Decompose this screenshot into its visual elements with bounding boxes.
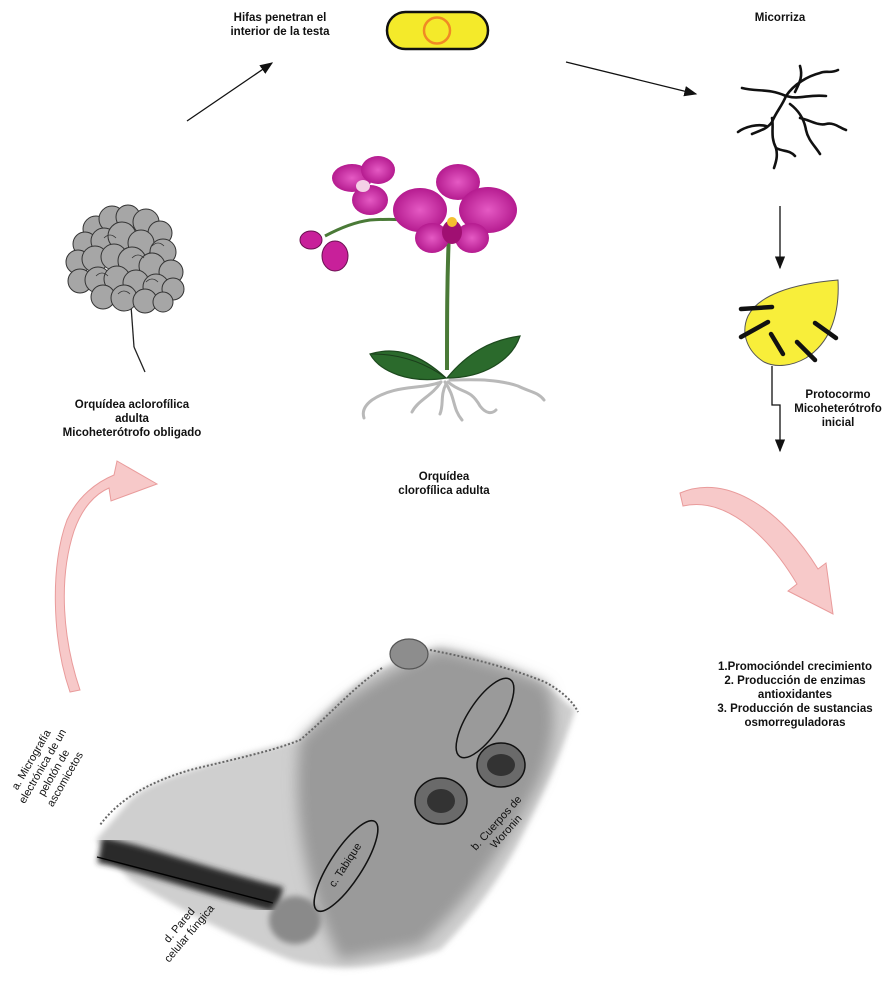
- achlorophyllous-line-1: Orquídea aclorofílica: [45, 398, 219, 412]
- benefit-2-cont: antioxidantes: [700, 688, 890, 702]
- chlorophyllous-line-2: clorofílica adulta: [382, 484, 506, 498]
- achlorophyllous-orchid-icon: [66, 205, 184, 372]
- curved-arrow-right: [680, 487, 833, 614]
- orchid-plant-icon: [300, 156, 544, 420]
- chlorophyllous-label: Orquídea clorofílica adulta: [382, 470, 506, 498]
- arrow-to-hyphae: [187, 63, 272, 121]
- protocorm-line-1: Protocormo: [788, 388, 888, 402]
- arrow-to-mycorrhiza: [566, 62, 696, 94]
- protocorm-label: Protocormo Micoheterótrofo inicial: [788, 388, 888, 430]
- protocorm-line-3: inicial: [788, 416, 888, 430]
- seed-icon: [387, 12, 488, 49]
- mycorrhiza-label: Micorriza: [730, 11, 830, 25]
- hyphae-label-line-1: Hifas penetran el: [207, 11, 353, 25]
- arrow-from-protocorm: [772, 366, 780, 451]
- benefit-2: 2. Producción de enzimas: [700, 674, 890, 688]
- achlorophyllous-label: Orquídea aclorofílica adulta Micoheterót…: [45, 398, 219, 440]
- protocorm-line-2: Micoheterótrofo: [788, 402, 888, 416]
- hyphae-label: Hifas penetran el interior de la testa: [207, 11, 353, 39]
- benefit-3-cont: osmorreguladoras: [700, 716, 890, 730]
- mycorrhiza-hyphae-icon: [738, 66, 846, 168]
- benefit-1: 1.Promocióndel crecimiento: [700, 660, 890, 674]
- protocorm-icon: [741, 280, 838, 365]
- achlorophyllous-line-3: Micoheterótrofo obligado: [45, 426, 219, 440]
- benefit-3: 3. Producción de sustancias: [700, 702, 890, 716]
- chlorophyllous-line-1: Orquídea: [382, 470, 506, 484]
- mycorrhiza-label-text: Micorriza: [730, 11, 830, 25]
- achlorophyllous-line-2: adulta: [45, 412, 219, 426]
- curved-arrow-left: [55, 461, 157, 692]
- benefits-list: 1.Promocióndel crecimiento 2. Producción…: [700, 660, 890, 730]
- hyphae-label-line-2: interior de la testa: [207, 25, 353, 39]
